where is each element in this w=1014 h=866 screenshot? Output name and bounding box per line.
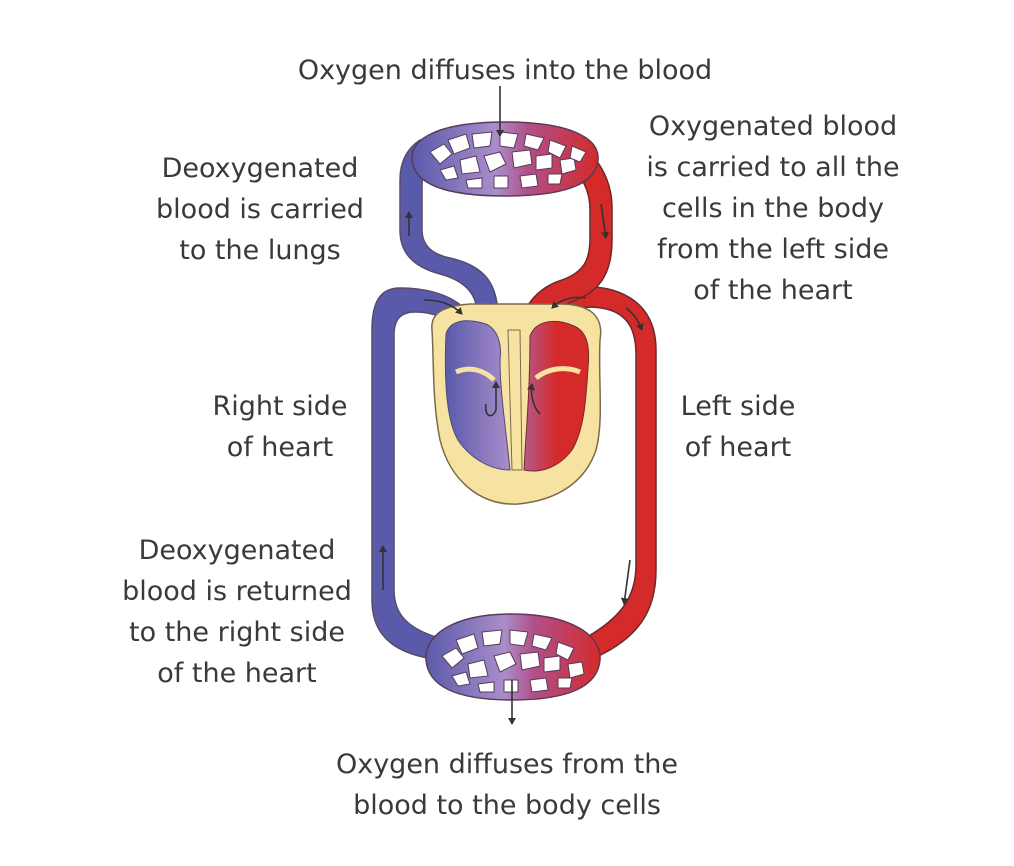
right-valve (455, 366, 496, 382)
arrow-aorta-down (625, 307, 644, 331)
arrow-down-from-lungs (600, 203, 610, 239)
body-capillary-mesh (441, 629, 585, 693)
label-deoxygenated-return: Deoxygenated blood is returned to the ri… (122, 535, 352, 689)
arrow-into-right-atrium (423, 299, 463, 315)
arrow-into-left-atrium (551, 296, 587, 309)
flow-arrows (379, 86, 644, 725)
label-oxygen-out: Oxygen diffuses from the blood to the bo… (335, 749, 679, 821)
left-valve (534, 366, 581, 381)
heart-septum (507, 329, 523, 471)
arrow-body-down (620, 559, 631, 605)
arrow-right-ventricle (484, 381, 500, 417)
lung-capillary-mesh (429, 131, 587, 189)
left-heart-chambers (523, 320, 590, 472)
label-oxygenated-to-body: Oxygenated blood is carried to all the c… (646, 111, 900, 306)
label-right-side-of-heart: Right side of heart (212, 391, 348, 463)
label-oxygen-in: Oxygen diffuses into the blood (297, 55, 713, 86)
label-left-side-of-heart: Left side of heart (680, 391, 796, 463)
right-heart-chambers (444, 320, 511, 471)
label-deoxygenated-to-lungs: Deoxygenated blood is carried to the lun… (156, 153, 364, 266)
arrow-left-ventricle (527, 383, 541, 415)
